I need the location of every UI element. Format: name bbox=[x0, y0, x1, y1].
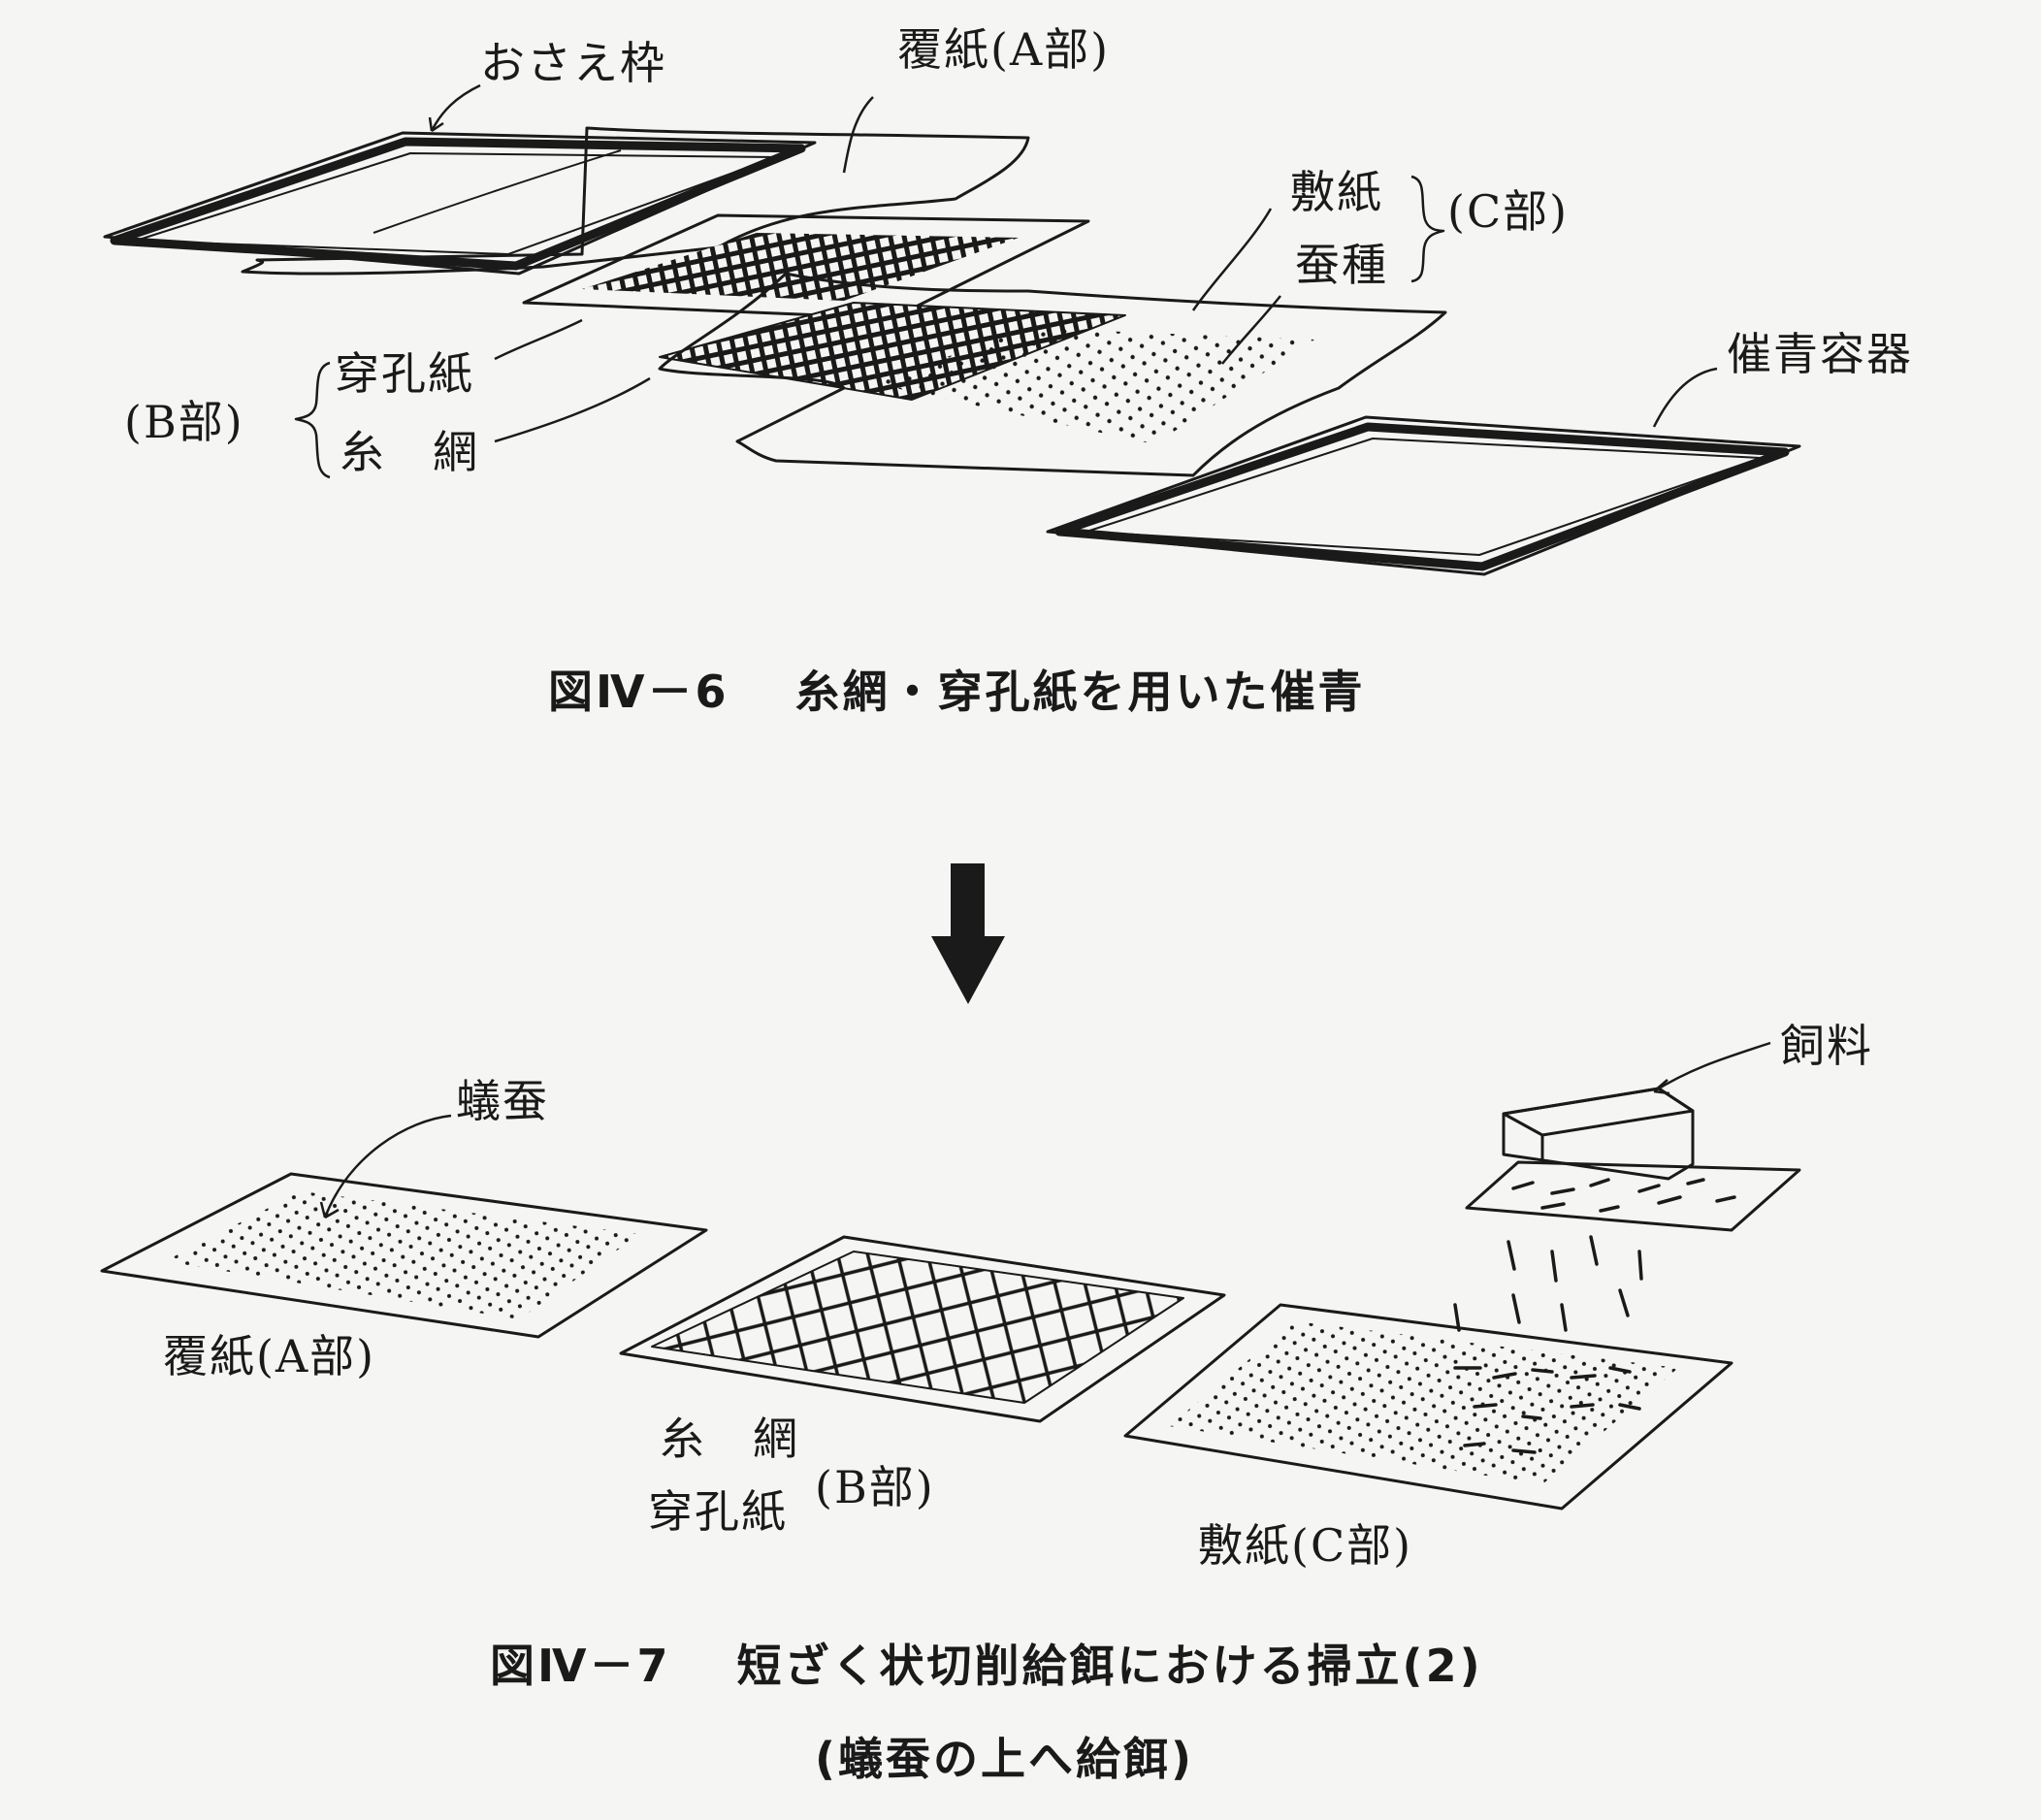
fig7-subcaption: (蟻蚕の上へ給餌) bbox=[815, 1733, 1195, 1785]
fig6-label-c-part: (C部) bbox=[1447, 185, 1570, 238]
fig7-label-cover: 覆紙(A部) bbox=[163, 1330, 376, 1382]
fig7-label-perforated: 穿孔紙 bbox=[648, 1485, 788, 1538]
fig7-feed-slices bbox=[1465, 1160, 1801, 1232]
fig6-silkworm-eggs bbox=[873, 328, 1314, 444]
fig6-base-paper bbox=[658, 272, 1447, 477]
fig6-label-cover: 覆紙(A部) bbox=[897, 23, 1111, 76]
fig6-perforated-paper bbox=[522, 213, 1090, 320]
fig7-cover-paper bbox=[100, 1172, 708, 1339]
fig7-label-larvae: 蟻蚕 bbox=[456, 1075, 549, 1127]
fig6-label-frame: おさえ枠 bbox=[480, 37, 666, 89]
fig7-label-base: 敷紙(C部) bbox=[1198, 1519, 1413, 1572]
fig6-label-base-paper: 敷紙 bbox=[1290, 166, 1383, 218]
fig6-caption: 図Ⅳ－6 糸網・穿孔紙を用いた催青 bbox=[548, 666, 1366, 718]
fig7-hatched-larvae bbox=[165, 1191, 640, 1319]
fig6-label-net: 糸 網 bbox=[340, 426, 479, 478]
fig7-caption: 図Ⅳ－7 短ざく状切削給餌における掃立(2) bbox=[490, 1640, 1483, 1692]
fig6-cover-paper bbox=[241, 126, 1030, 276]
down-arrow-icon bbox=[931, 863, 1005, 1004]
fig7-drawing bbox=[100, 1041, 1801, 1511]
fig7-base-paper bbox=[1123, 1303, 1733, 1511]
fig6-label-b-part: (B部) bbox=[124, 396, 244, 448]
fig6-label-container: 催青容器 bbox=[1727, 328, 1913, 380]
fig6-silk-net bbox=[659, 302, 1126, 401]
fig7-perforated-paper bbox=[619, 1235, 1226, 1423]
fig6-incubation-container bbox=[1046, 415, 1801, 576]
fig7-label-feed: 飼料 bbox=[1780, 1020, 1873, 1072]
fig7-label-b-part: (B部) bbox=[815, 1461, 935, 1513]
fig7-label-net: 糸 網 bbox=[660, 1413, 799, 1465]
fig6-drawing bbox=[103, 83, 1801, 576]
fig6-label-eggs: 蚕種 bbox=[1295, 239, 1388, 291]
fig7-silk-net bbox=[651, 1251, 1184, 1404]
fig6-label-perforated: 穿孔紙 bbox=[335, 347, 474, 400]
